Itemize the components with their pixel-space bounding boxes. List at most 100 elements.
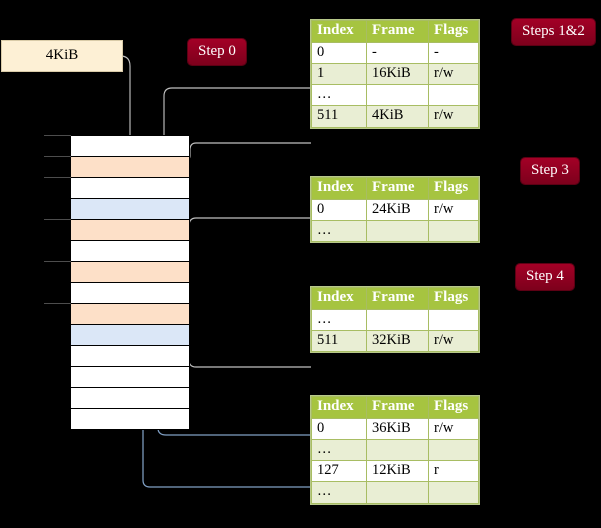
memory-frame-row [71,220,189,241]
memory-frame-row [71,241,189,262]
virtual-address-box: 4KiB [1,40,123,72]
cell-index: 0 [311,198,367,221]
table-row[interactable]: 0-- [311,41,479,64]
cell-index: 0 [311,417,367,440]
cell-frame [366,308,429,331]
cell-frame: 24KiB [366,198,429,221]
cell-frame [366,219,429,243]
memory-frame-row [71,262,189,283]
cell-frame: 16KiB [366,62,429,86]
column-header-flags: Flags [428,20,479,43]
cell-flags [428,438,479,462]
badge-step-4: Step 4 [516,264,574,290]
memory-row-tick [44,303,71,304]
memory-row-tick [44,261,71,262]
memory-frame-row [71,136,189,157]
memory-frame-row [71,409,189,430]
badge-label: Step 3 [531,162,569,178]
column-header-flags: Flags [428,396,479,419]
wire-l3-to-mem [173,217,311,266]
memory-frame-row [71,283,189,304]
physical-memory-column [70,135,190,430]
cell-index: … [311,481,367,504]
badge-label: Step 4 [526,268,564,284]
cell-frame: 36KiB [366,417,429,440]
cell-index: 511 [311,105,367,128]
memory-frame-row [71,157,189,178]
badge-step-0: Step 0 [188,39,246,65]
memory-frame-row [71,178,189,199]
cell-index: 127 [311,460,367,483]
cell-flags: r/w [428,62,479,86]
memory-frame-row [71,325,189,346]
cell-flags: r [428,460,479,483]
memory-row-tick [44,219,71,220]
cell-flags: r/w [428,105,479,128]
column-header-flags: Flags [428,287,479,310]
cell-flags: r/w [428,417,479,440]
cell-flags: r/w [428,329,479,353]
table-row[interactable]: … [311,308,479,331]
cell-frame [366,84,429,107]
memory-row-tick [44,135,71,136]
virtual-address-label: 4KiB [45,47,79,63]
column-header-frame: Frame [366,396,429,419]
cell-frame: 32KiB [366,329,429,353]
cell-index: … [311,84,367,107]
cell-flags: r/w [428,198,479,221]
cell-frame [366,438,429,462]
cell-index: … [311,438,367,462]
cell-frame [366,481,429,504]
table-row[interactable]: … [311,219,479,243]
column-header-index: Index [311,20,367,43]
memory-frame-row [71,388,189,409]
cell-index: 511 [311,329,367,353]
memory-row-tick [44,156,71,157]
cell-flags [428,84,479,107]
table-row[interactable]: … [311,84,479,107]
memory-frame-row [71,367,189,388]
cell-index: … [311,219,367,243]
cell-flags [428,481,479,504]
memory-frame-row [71,199,189,220]
table-row[interactable]: … [311,438,479,462]
column-header-flags: Flags [428,177,479,200]
cell-frame: 4KiB [366,105,429,128]
badge-steps-1-2: Steps 1&2 [512,19,595,45]
memory-row-tick [44,177,71,178]
column-header-frame: Frame [366,287,429,310]
cell-frame: 12KiB [366,460,429,483]
cell-index: … [311,308,367,331]
cell-frame: - [366,41,429,64]
table-row[interactable]: … [311,481,479,504]
badge-label: Steps 1&2 [522,23,585,39]
cell-index: 0 [311,41,367,64]
wire-l1-row127-to-mem [142,210,311,488]
badge-step-3: Step 3 [521,158,579,184]
cell-index: 1 [311,62,367,86]
memory-frame-row [71,304,189,325]
cell-flags: - [428,41,479,64]
badge-label: Step 0 [198,43,236,59]
column-header-index: Index [311,177,367,200]
cell-flags [428,219,479,243]
column-header-frame: Frame [366,177,429,200]
column-header-index: Index [311,396,367,419]
column-header-index: Index [311,287,367,310]
wire-l2-to-mem [175,314,311,368]
